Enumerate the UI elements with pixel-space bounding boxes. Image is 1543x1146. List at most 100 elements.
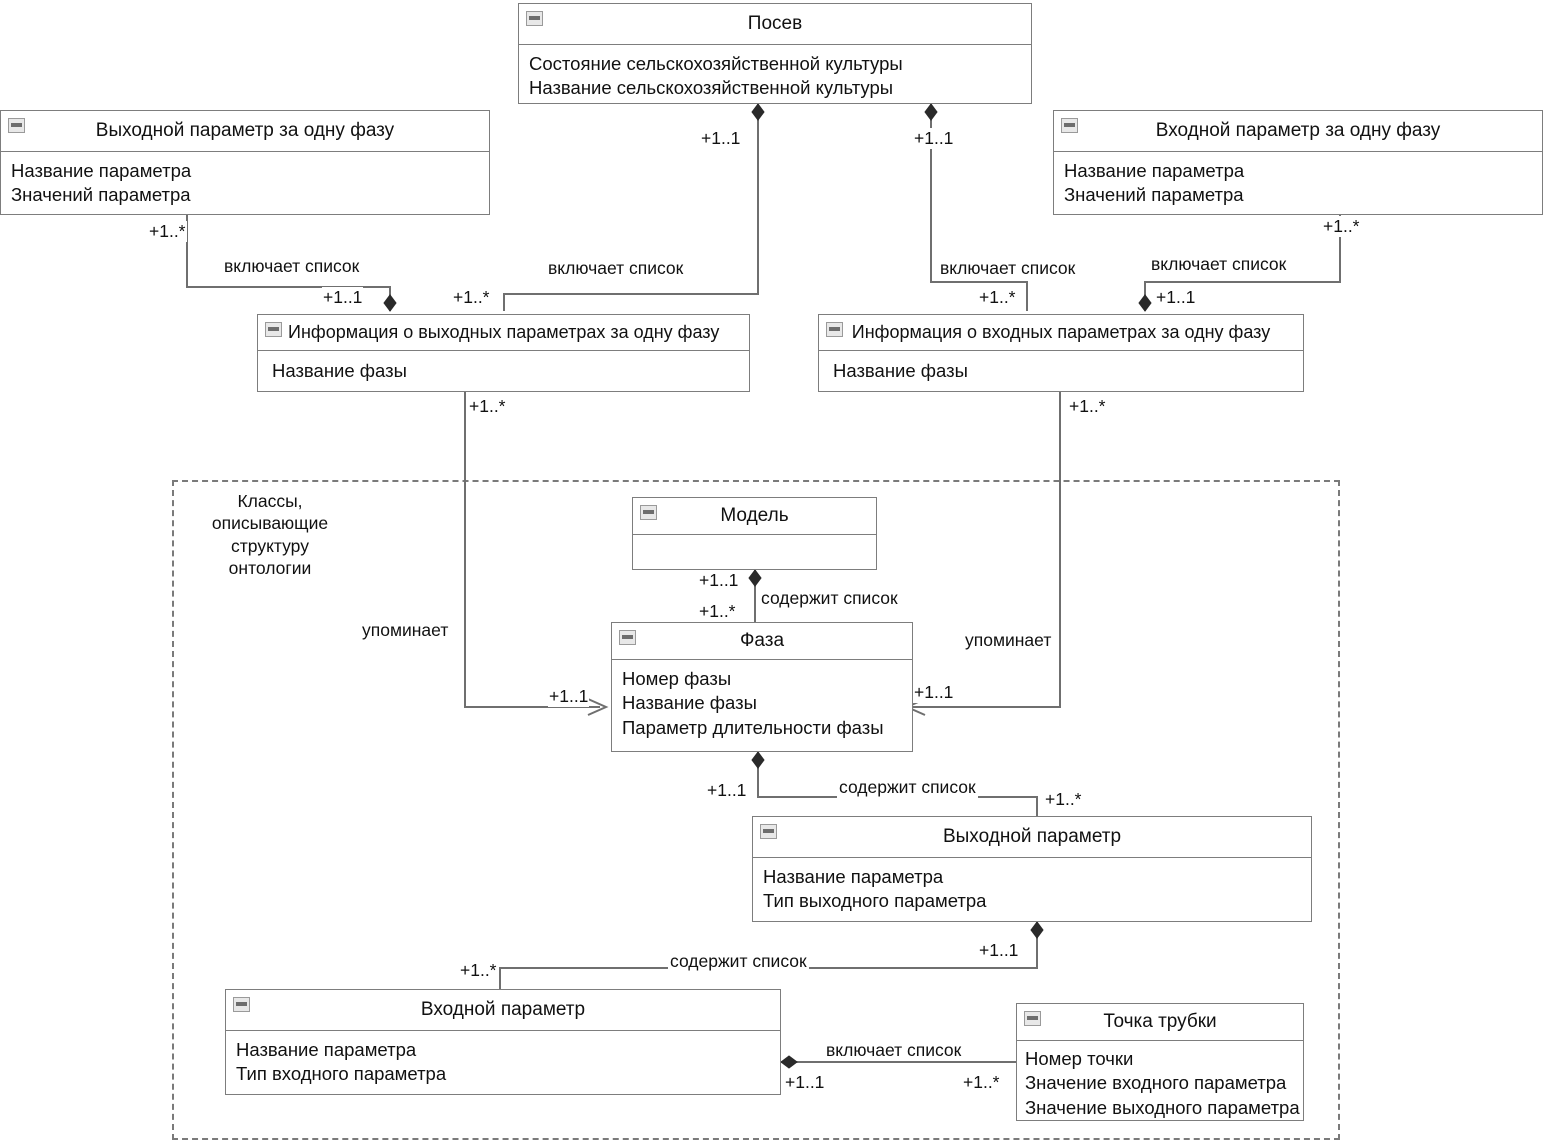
mult-posev-right: +1..1 — [913, 128, 955, 149]
collapse-box-icon[interactable] — [8, 118, 25, 133]
edge-label-r10: включает список — [824, 1040, 964, 1061]
mult-inphase: +1..* — [1322, 216, 1361, 237]
mult-phase-left: +1..1 — [548, 686, 590, 707]
attribute: Название параметра — [763, 865, 944, 887]
class-attributes-input-parameter: Название параметра Тип входного параметр… — [226, 1031, 780, 1096]
mult-posev-left: +1..1 — [700, 128, 742, 149]
class-title: Модель — [720, 505, 789, 526]
attribute: Название параметра — [1064, 159, 1245, 181]
class-attributes-output-parameter: Название параметра Тип выходного парамет… — [753, 858, 1311, 923]
attribute: Номер фазы — [622, 667, 732, 689]
class-header-info-output-params: Информация о выходных параметрах за одну… — [258, 315, 749, 351]
class-attributes-phase: Номер фазы Название фазы Параметр длител… — [612, 660, 912, 750]
attribute: Параметр длительности фазы — [622, 716, 884, 738]
class-title: Входной параметр за одну фазу — [1155, 120, 1441, 141]
class-title: Фаза — [739, 630, 785, 651]
mult-phase-top: +1..* — [698, 601, 737, 622]
mult-model-bottom: +1..1 — [698, 570, 740, 591]
class-title: Информация о входных параметрах за одну … — [851, 322, 1271, 342]
mult-info-in-down: +1..* — [1068, 396, 1107, 417]
attribute: Название сельскохозяйственной культуры — [529, 77, 894, 99]
class-header-phase: Фаза — [612, 623, 912, 660]
class-header-input-parameter-per-phase: Входной параметр за одну фазу — [1054, 111, 1542, 152]
collapse-box-icon[interactable] — [233, 997, 250, 1012]
edge-label-r2: включает список — [222, 256, 362, 277]
mult-phase-right: +1..1 — [913, 682, 955, 703]
collapse-box-icon[interactable] — [526, 11, 543, 26]
class-attributes-posev: Состояние сельскохозяйственной культуры … — [519, 45, 1031, 110]
class-attributes-model — [633, 535, 876, 565]
attribute: Название фазы — [833, 359, 968, 381]
collapse-box-icon[interactable] — [265, 322, 282, 337]
attribute: Название параметра — [11, 159, 192, 181]
class-info-output-params-per-phase[interactable]: Информация о выходных параметрах за одну… — [257, 314, 750, 392]
attribute: Значение входного параметра — [1025, 1072, 1287, 1094]
ontology-group-frame — [172, 480, 1340, 1140]
class-attributes-output-parameter-per-phase: Название параметра Значений параметра — [1, 152, 489, 217]
class-attributes-info-output-params: Название фазы — [258, 351, 749, 392]
mult-info-out-down: +1..* — [468, 396, 507, 417]
edge-label-r4: включает список — [1149, 254, 1289, 275]
mult-outphase: +1..* — [148, 221, 187, 242]
class-title: Точка трубки — [1103, 1011, 1217, 1032]
edge-label-r9: содержит список — [668, 951, 809, 972]
mult-inparam-top: +1..* — [459, 960, 498, 981]
class-output-parameter[interactable]: Выходной параметр Название параметра Тип… — [752, 816, 1312, 922]
attribute: Тип входного параметра — [236, 1063, 447, 1085]
attribute: Номер точки — [1025, 1047, 1134, 1069]
attribute: Состояние сельскохозяйственной культуры — [529, 52, 903, 74]
mult-info-out-left: +1..1 — [322, 287, 364, 308]
class-model[interactable]: Модель — [632, 497, 877, 570]
collapse-box-icon[interactable] — [619, 630, 636, 645]
class-output-parameter-per-phase[interactable]: Выходной параметр за одну фазу Название … — [0, 110, 490, 215]
mult-inparam-right: +1..1 — [784, 1072, 826, 1093]
collapse-box-icon[interactable] — [1024, 1011, 1041, 1026]
class-input-parameter[interactable]: Входной параметр Название параметра Тип … — [225, 989, 781, 1095]
class-attributes-pipe-point: Номер точки Значение входного параметра … — [1017, 1041, 1303, 1127]
mult-info-in-right: +1..1 — [1155, 287, 1197, 308]
class-title: Посев — [747, 13, 803, 34]
class-header-posev: Посев — [519, 4, 1031, 45]
collapse-box-icon[interactable] — [760, 824, 777, 839]
mult-phase-bottom: +1..1 — [706, 780, 748, 801]
class-header-model: Модель — [633, 498, 876, 535]
class-attributes-info-input-params: Название фазы — [819, 351, 1303, 392]
collapse-box-icon[interactable] — [826, 322, 843, 337]
class-header-output-parameter: Выходной параметр — [753, 817, 1311, 858]
collapse-box-icon[interactable] — [1061, 118, 1078, 133]
mult-info-in-left: +1..* — [978, 287, 1017, 308]
attribute: Название фазы — [272, 359, 407, 381]
mult-point-left: +1..* — [962, 1072, 1001, 1093]
class-header-pipe-point: Точка трубки — [1017, 1004, 1303, 1041]
class-title: Информация о выходных параметрах за одну… — [288, 322, 720, 342]
attribute: Значение выходного параметра — [1025, 1096, 1300, 1118]
collapse-box-icon[interactable] — [640, 505, 657, 520]
mult-outparam-top: +1..* — [1044, 789, 1083, 810]
class-input-parameter-per-phase[interactable]: Входной параметр за одну фазу Название п… — [1053, 110, 1543, 215]
class-phase[interactable]: Фаза Номер фазы Название фазы Параметр д… — [611, 622, 913, 752]
attribute: Значений параметра — [11, 184, 191, 206]
class-header-output-parameter-per-phase: Выходной параметр за одну фазу — [1, 111, 489, 152]
edge-label-r1: включает список — [546, 258, 686, 279]
class-header-info-input-params: Информация о входных параметрах за одну … — [819, 315, 1303, 351]
attribute: Значений параметра — [1064, 184, 1244, 206]
edge-label-r5: упоминает — [360, 620, 451, 641]
edge-label-r7: содержит список — [759, 588, 900, 609]
class-title: Входной параметр — [420, 999, 586, 1020]
class-title: Выходной параметр — [942, 826, 1122, 847]
class-title: Выходной параметр за одну фазу — [95, 120, 395, 141]
class-posev[interactable]: Посев Состояние сельскохозяйственной кул… — [518, 3, 1032, 104]
edge-label-r8: содержит список — [837, 777, 978, 798]
class-header-input-parameter: Входной параметр — [226, 990, 780, 1031]
mult-info-out-right: +1..* — [452, 287, 491, 308]
class-pipe-point[interactable]: Точка трубки Номер точки Значение входно… — [1016, 1003, 1304, 1121]
attribute: Тип выходного параметра — [763, 890, 987, 912]
class-attributes-input-parameter-per-phase: Название параметра Значений параметра — [1054, 152, 1542, 217]
class-info-input-params-per-phase[interactable]: Информация о входных параметрах за одну … — [818, 314, 1304, 392]
edge-label-r3: включает список — [938, 258, 1078, 279]
edge-label-r6: упоминает — [963, 630, 1054, 651]
attribute: Название параметра — [236, 1038, 417, 1060]
attribute: Название фазы — [622, 692, 757, 714]
ontology-group-label: Классы, описывающие структуру онтологии — [211, 491, 329, 579]
